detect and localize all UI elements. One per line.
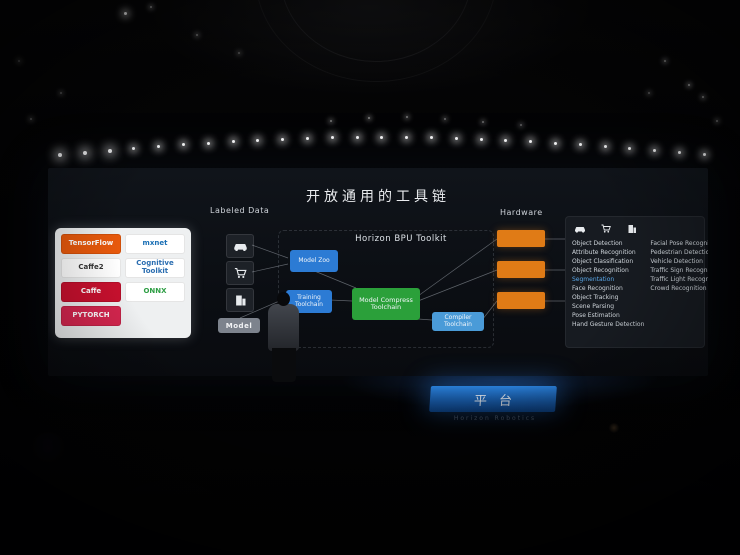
- stage-light: [124, 12, 127, 15]
- application-item: Object Tracking: [572, 294, 619, 301]
- application-item: Facial Pose Recognition: [650, 240, 708, 247]
- stage-light: [58, 153, 62, 157]
- stage-light: [716, 120, 718, 122]
- application-item: Object Classification: [572, 258, 634, 265]
- stage-light: [406, 116, 408, 118]
- hardware-chip-2: [497, 261, 545, 278]
- applications-column-right: Facial Pose RecognitionPedestrian Detect…: [650, 239, 708, 329]
- application-item: Crowd Recognition: [650, 285, 707, 292]
- application-item: Object Recognition: [572, 267, 629, 274]
- application-item: Pose Estimation: [572, 312, 620, 319]
- stage-light: [664, 60, 666, 62]
- stage-light: [554, 141, 557, 145]
- stage-light: [702, 96, 704, 98]
- stage-light: [603, 145, 607, 149]
- application-item: Vehicle Detection: [650, 258, 703, 265]
- compiler-toolchain-box: Compiler Toolchain: [432, 312, 484, 331]
- foreground-darkness: [0, 385, 740, 555]
- stage-light: [238, 52, 240, 54]
- application-item: Object Detection: [572, 240, 623, 247]
- stage-light: [206, 141, 210, 145]
- stage-light: [30, 118, 32, 120]
- application-item: Traffic Sign Recognition: [650, 267, 708, 274]
- stage-light: [648, 92, 650, 94]
- stage-light: [678, 150, 681, 154]
- presenter-silhouette-legs: [272, 348, 296, 382]
- application-item: Face Recognition: [572, 285, 623, 292]
- stage-light: [688, 84, 690, 86]
- stage-light: [150, 6, 152, 8]
- compression-toolchain-box: Model Compress Toolchain: [352, 288, 420, 320]
- stage-light: [482, 121, 484, 123]
- model-zoo-box: Model Zoo: [290, 250, 338, 272]
- application-item: Pedestrian Detection: [650, 249, 708, 256]
- cart-icon: [600, 223, 612, 235]
- application-item: Segmentation: [572, 276, 615, 283]
- stage-light: [520, 124, 522, 126]
- stage-light: [702, 153, 706, 156]
- presenter-silhouette-head: [277, 292, 290, 306]
- stage-light: [60, 92, 62, 94]
- hardware-chip-1: [497, 230, 545, 247]
- stage-light: [368, 117, 370, 119]
- presenter-silhouette-body: [268, 304, 299, 351]
- application-item: Hand Gesture Detection: [572, 321, 645, 328]
- stage-light: [107, 148, 112, 153]
- application-item: Traffic Light Recognition: [650, 276, 708, 283]
- stage-light: [82, 150, 87, 155]
- stage-light: [444, 118, 446, 120]
- stage-light: [454, 137, 458, 141]
- stage-light: [355, 136, 359, 140]
- presentation-screen: 开放通用的工具链 Labeled Data Hardware TensorFlo…: [48, 168, 708, 376]
- applications-icons: [572, 222, 698, 239]
- stage-light: [330, 120, 332, 122]
- stage-light: [231, 140, 235, 144]
- stage-light: [196, 34, 198, 36]
- stage-light: [479, 137, 483, 141]
- car-icon: [574, 223, 586, 235]
- hardware-chip-column: [497, 230, 545, 309]
- building-icon: [626, 223, 638, 235]
- stage-light: [18, 60, 20, 62]
- hardware-chip-3: [497, 292, 545, 309]
- application-item: Scene Parsing: [572, 303, 615, 310]
- application-item: Attribute Recognition: [572, 249, 636, 256]
